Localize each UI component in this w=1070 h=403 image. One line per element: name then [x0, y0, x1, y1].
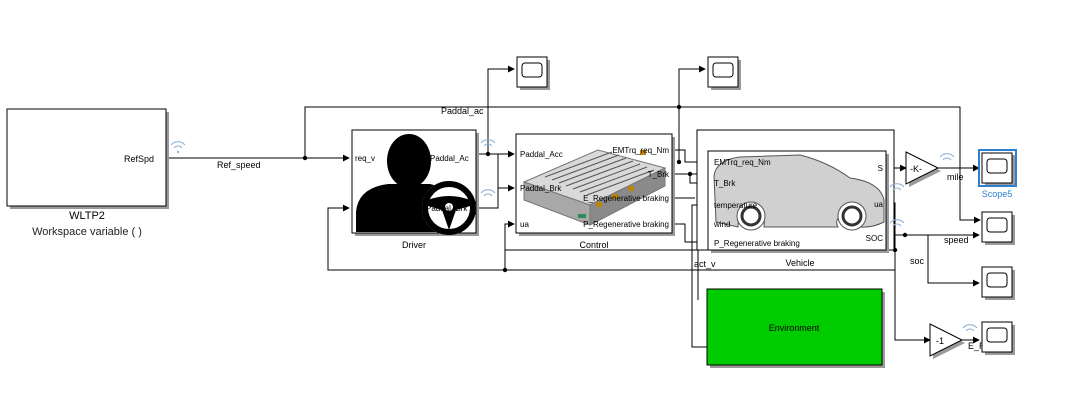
vehicle-in-port-4: wind [713, 220, 730, 229]
driver-name: Driver [402, 240, 426, 250]
control-out-port-3: E_Regenerative braking [583, 194, 669, 203]
junction-dot [687, 171, 693, 177]
driver-block[interactable]: req_v Paddal_Ac Paddal_Brk [351, 129, 496, 236]
control-in-port-3: ua [520, 220, 529, 229]
junction-dot [676, 104, 682, 110]
junction-dot [302, 155, 308, 161]
scope-block[interactable] [981, 266, 1015, 300]
signal-label-soc: soc [910, 256, 925, 266]
gain-neg1-text: -1 [936, 336, 944, 346]
vehicle-in-port-5: P_Regenerative braking [714, 239, 800, 248]
wltp2-subtitle: Workspace variable ( ) [32, 226, 142, 238]
wltp2-port-label: RefSpd [124, 154, 154, 164]
scope5-name: Scope5 [982, 189, 1013, 199]
gain-k-text: -K- [910, 164, 922, 174]
vehicle-name: Vehicle [785, 258, 814, 268]
signal-icon [480, 139, 496, 197]
driver-out-port-1: Paddal_Ac [430, 154, 469, 163]
vehicle-in-port-3: temperature [714, 201, 758, 210]
signal-icon [889, 183, 905, 227]
wire-ua-control[interactable] [504, 220, 515, 270]
wire-emtrq-scope[interactable] [678, 65, 706, 162]
control-in-port-1: Paddal_Acc [520, 150, 563, 159]
environment-name: Environment [769, 323, 820, 333]
control-out-port-1: EMTrq_req_Nm [612, 146, 669, 155]
signal-label-act-v: act_v [694, 259, 716, 269]
signal-label-paddal-ac: Paddal_ac [441, 106, 484, 116]
control-in-port-2: Paddal_Brk [520, 184, 562, 193]
wltp2-name: WLTP2 [69, 210, 105, 222]
car-silhouette-icon [713, 154, 885, 231]
scope-block[interactable] [981, 211, 1015, 245]
signal-label-mile: mile [947, 172, 964, 182]
signal-label-speed: speed [944, 235, 969, 245]
wire-paddal-brk[interactable] [478, 184, 515, 209]
signal-label-e-re: E_Re [968, 341, 991, 351]
wire-paddal-ac-scope[interactable] [487, 65, 515, 154]
junction-dot [502, 267, 508, 273]
vehicle-in-port-2: T_Brk [714, 179, 736, 188]
scope-block[interactable] [981, 321, 1015, 355]
vehicle-out-port-3: SOC [866, 234, 884, 243]
control-block[interactable]: Paddal_Acc Paddal_Brk ua EMTrq_req_Nm T_… [515, 133, 675, 236]
gain-neg1-block[interactable]: -1 [929, 323, 978, 359]
steering-wheel-icon [422, 181, 476, 235]
vehicle-in-port-1: EMTrq_req_Nm [714, 158, 771, 167]
driver-in-port: req_v [355, 154, 375, 163]
signal-icon [939, 153, 955, 161]
gain-k-block[interactable]: -K- [905, 151, 955, 187]
environment-block[interactable]: Environment [706, 288, 885, 368]
junction-dot [485, 151, 491, 157]
junction-dot [676, 159, 682, 165]
signal-label-ref-speed: Ref_speed [217, 160, 261, 170]
scope-block[interactable] [516, 56, 550, 90]
driver-out-port-2: Paddal_Brk [426, 204, 468, 213]
vehicle-out-port-2: ua [874, 200, 883, 209]
control-name: Control [579, 240, 608, 250]
selection-highlight [978, 149, 1017, 187]
vehicle-out-port-1: S [878, 164, 883, 173]
junction-dot [902, 232, 908, 238]
control-out-port-2: T_Brk [648, 170, 670, 179]
signal-icon [962, 324, 978, 332]
control-out-port-4: P_Regenerative braking [583, 220, 669, 229]
signal-icon [170, 141, 186, 154]
scope5-block[interactable] [978, 149, 1017, 187]
wire-act-v[interactable] [327, 204, 895, 271]
wire-ua-neg[interactable] [894, 250, 931, 344]
wire-soc[interactable] [905, 234, 980, 287]
wire-ref-to-scope[interactable] [304, 106, 981, 224]
ecu-hardware-icon [522, 149, 667, 226]
wltp2-block[interactable]: RefSpd [6, 108, 186, 209]
vehicle-block[interactable]: EMTrq_req_Nm T_Brk temperature wind P_Re… [696, 129, 905, 253]
scope-block[interactable] [707, 56, 741, 90]
